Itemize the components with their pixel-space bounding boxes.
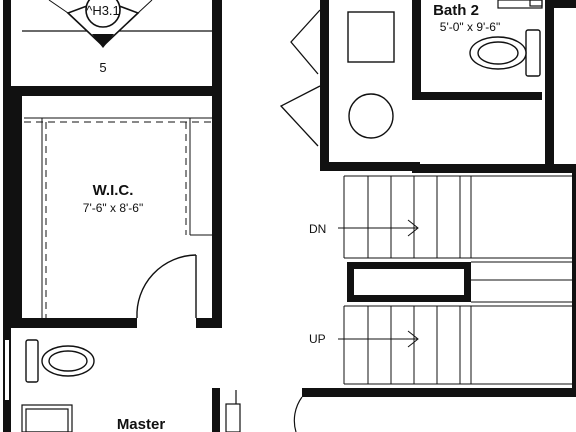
elevation-marker (48, 0, 153, 48)
wic-shelving (24, 121, 212, 318)
master-toilet (25, 339, 95, 383)
master-room-name: Master (117, 416, 166, 432)
wic-room-name: W.I.C. (93, 182, 134, 199)
elevation-tag: ^H3.1 (86, 3, 120, 18)
stair-down-label: DN (309, 222, 326, 236)
water-heater-and-washer (347, 11, 395, 139)
stair-up-arrow (338, 330, 419, 348)
closet-bifold-door (279, 9, 321, 147)
bath2-room-name: Bath 2 (433, 2, 479, 19)
wic-shelf-edges (24, 117, 212, 318)
bath2-sink (497, 0, 543, 9)
landing-door-swing (293, 396, 303, 432)
stair-down-arrow (338, 219, 419, 237)
bath2-room-size: 5'-0" x 9'-6" (440, 20, 500, 34)
master-cabinet (21, 404, 73, 432)
wic-room-size: 7'-6" x 8'-6" (83, 201, 143, 215)
stair-treads (343, 175, 576, 385)
wall-voids (5, 269, 464, 400)
master-door-frame (225, 390, 241, 432)
stair-up-label: UP (309, 332, 326, 346)
elevation-number: 5 (99, 60, 106, 75)
wic-door (136, 254, 197, 319)
bath2-toilet (469, 29, 541, 77)
